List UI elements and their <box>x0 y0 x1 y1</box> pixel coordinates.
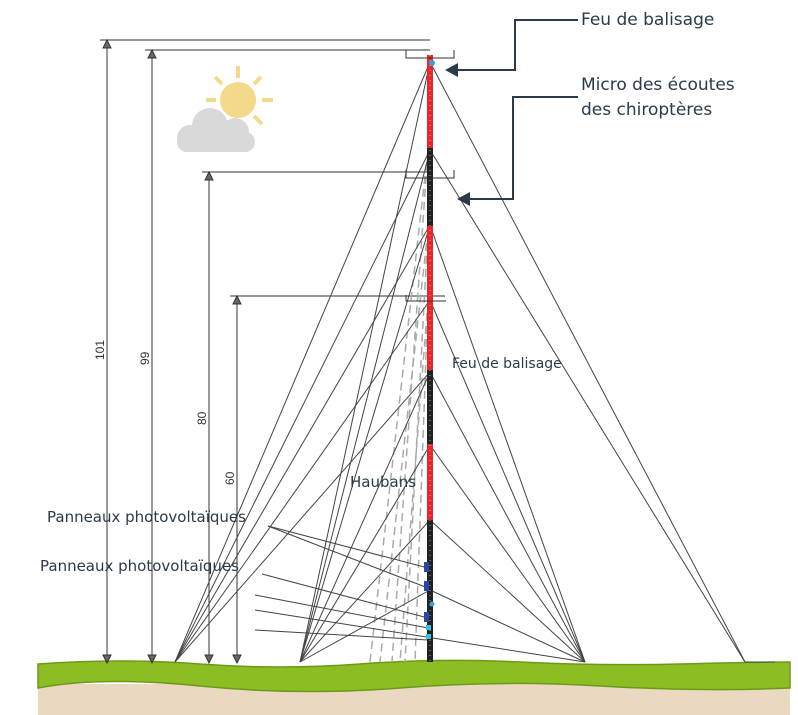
sun-icon <box>206 66 273 126</box>
guy-wires <box>174 61 775 663</box>
callout-solar-1: Panneaux photovoltaïques <box>47 508 246 526</box>
dim-60: 60 <box>223 471 237 485</box>
cloud-icon <box>177 108 255 152</box>
dashed-guides <box>369 149 429 663</box>
callout-micro-line1: Micro des écoutes <box>581 75 735 95</box>
mast <box>405 50 455 662</box>
dim-101: 101 <box>93 340 107 360</box>
callout-micro-line2: des chiroptères <box>581 100 713 120</box>
solar-panel <box>424 581 429 591</box>
callout-top-light: Feu de balisage <box>581 10 715 30</box>
dimension-lines <box>100 38 445 665</box>
callout-mid-light: Feu de balisage <box>452 356 562 372</box>
callout-guys: Haubans <box>350 473 417 491</box>
dim-99: 99 <box>138 351 152 365</box>
solar-panel <box>424 562 429 572</box>
grass <box>37 659 791 693</box>
callout-arrows <box>445 19 578 206</box>
solar-panel <box>424 612 429 622</box>
callout-solar-2: Panneaux photovoltaïques <box>40 557 239 575</box>
dim-80: 80 <box>195 411 209 425</box>
